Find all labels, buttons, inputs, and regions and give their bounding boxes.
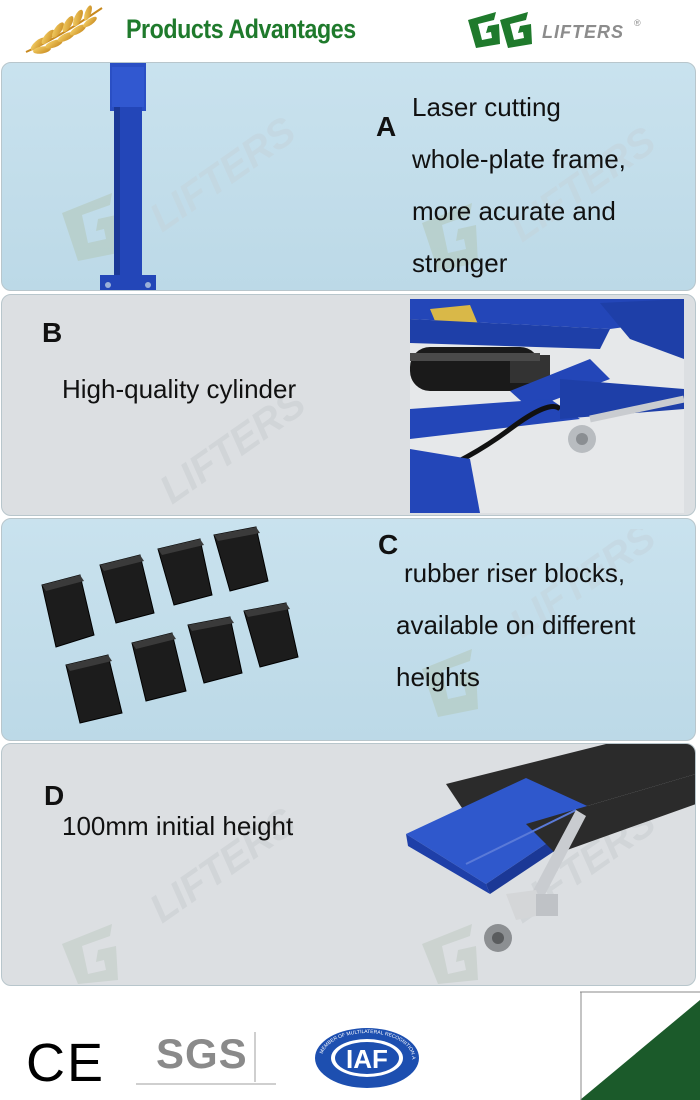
ramp-image [406,744,695,952]
text-line: 100mm initial height [62,811,294,841]
brand-reg-mark: ® [634,18,641,28]
brand-logo: LIFTERS ® [466,10,646,52]
panel-letter-b: B [42,317,63,348]
gg-logo-icon [468,12,532,48]
panel-a-text: Laser cutting whole-plate frame, more ac… [412,81,626,289]
rubber-blocks-image [41,526,299,724]
text-line: more acurate and [412,196,616,226]
steel-post-image [100,63,156,290]
text-line: heights [396,662,480,692]
text-line: Laser cutting [412,92,561,122]
advantage-panel-c: LIFTERS C rubber riser blocks, available… [1,518,696,741]
header: Products Advantages LIFTERS ® [0,0,700,62]
divider [254,1032,256,1082]
panel-letter-d: D [44,780,65,811]
panel-d-text: 100mm initial height [62,800,293,852]
panel-b-text: High-quality cylinder [62,363,296,415]
cylinder-image [410,299,684,513]
iaf-logo-icon: IAF MEMBER OF MULTILATERAL RECOGNITION A… [312,1026,419,1088]
brand-name: LIFTERS [542,22,624,42]
certifications-footer: CE SGS IAF MEMBER OF MULTILATERAL RECOGN… [0,990,700,1100]
text-line: rubber riser blocks, [404,558,626,588]
text-line: whole-plate frame, [412,144,626,174]
text-line: High-quality cylinder [62,374,297,404]
laurel-icon [25,5,103,54]
advantage-panel-b: LIFTERS B High-quality cylinder [1,294,696,516]
text-line: available on different [396,610,636,640]
advantage-panel-d: LIFTERS LIFTERS D 100mm initial height [1,743,696,986]
ce-mark: CE [26,1033,106,1093]
advantage-panel-a: LIFTERS LIFTERS A Laser cutting whole-pl… [1,62,696,291]
panel-c-text: rubber riser blocks, available on differ… [396,547,635,703]
sgs-mark: SGS [156,1030,248,1077]
divider [136,1083,276,1085]
text-line: stronger [412,248,508,278]
page-title: Products Advantages [126,14,356,44]
svg-text:IAF: IAF [346,1044,388,1074]
panel-letter-a: A [376,111,397,142]
panel-letter-c: C [378,529,399,560]
corner-decoration [580,990,700,1100]
